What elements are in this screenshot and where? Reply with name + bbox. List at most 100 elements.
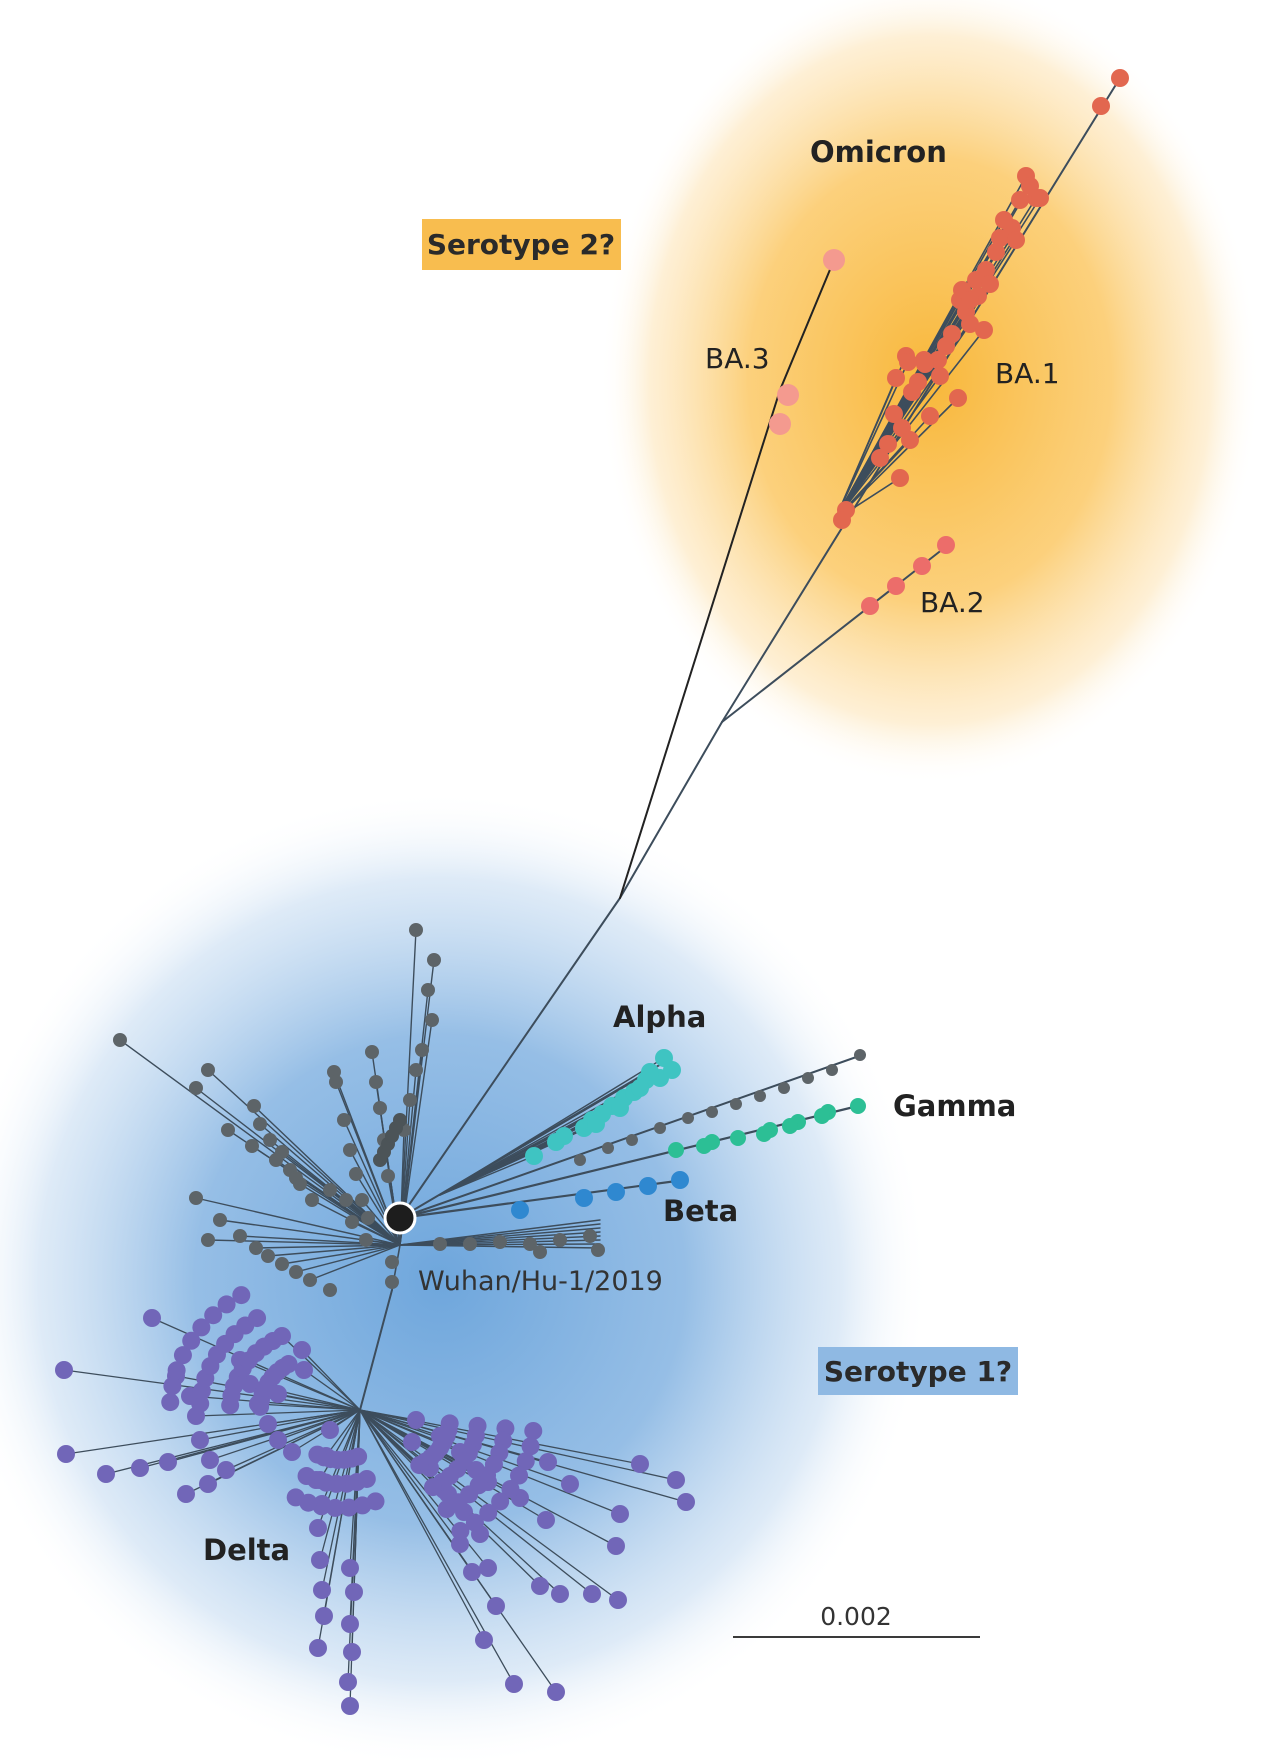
delta-node xyxy=(521,1437,540,1456)
grey-node xyxy=(730,1098,742,1110)
ancestral-node xyxy=(339,1193,353,1207)
ba1-node xyxy=(871,449,889,467)
ba1-node xyxy=(921,407,939,425)
delta-node xyxy=(667,1471,685,1489)
delta-node xyxy=(537,1511,555,1529)
ba1-node xyxy=(931,367,949,385)
ba3-label: BA.3 xyxy=(705,342,770,375)
ancestral-node xyxy=(305,1193,319,1207)
grey-node xyxy=(654,1122,666,1134)
delta-node xyxy=(531,1577,549,1595)
ba1-node xyxy=(901,431,919,449)
ba1-node xyxy=(909,373,927,391)
ancestral-node xyxy=(201,1233,215,1247)
ba2-label: BA.2 xyxy=(920,586,985,619)
serotype2-tag: Serotype 2? xyxy=(427,228,615,261)
delta-node xyxy=(345,1583,363,1601)
alpha-node xyxy=(641,1063,659,1081)
ancestral-branch xyxy=(295,1244,401,1273)
ancestral-branch xyxy=(361,1199,401,1246)
serotype1-tag-bg xyxy=(818,1347,1018,1395)
beta-node xyxy=(639,1177,657,1195)
delta-node xyxy=(263,1332,282,1351)
ba1-node xyxy=(995,211,1013,229)
gamma-node xyxy=(696,1138,712,1154)
ancestral-node xyxy=(403,1093,417,1107)
beta-node xyxy=(511,1201,529,1219)
delta-node xyxy=(286,1488,305,1507)
grey-node xyxy=(802,1072,814,1084)
delta-node xyxy=(232,1286,251,1305)
ancestral-node xyxy=(393,1113,407,1127)
ba1-node xyxy=(879,435,897,453)
grey-node xyxy=(706,1106,718,1118)
delta-branch xyxy=(359,1409,593,1595)
ancestral-node xyxy=(385,1275,399,1289)
ancestral-node xyxy=(433,1237,447,1251)
delta-node xyxy=(283,1443,301,1461)
beta-node xyxy=(607,1183,625,1201)
delta-branch xyxy=(359,1409,461,1545)
omicron-glow xyxy=(600,0,1260,785)
ba2-node xyxy=(861,597,879,615)
ancestral-node xyxy=(373,1101,387,1115)
delta-branch xyxy=(239,1359,361,1411)
alpha-node xyxy=(587,1115,605,1133)
ancestral-node xyxy=(213,1213,227,1227)
delta-node xyxy=(451,1522,470,1541)
ancestral-node xyxy=(269,1153,283,1167)
ancestral-node xyxy=(533,1245,547,1259)
ancestral-node xyxy=(275,1257,289,1271)
delta-node xyxy=(631,1455,649,1473)
grey-node xyxy=(826,1064,838,1076)
delta-node xyxy=(510,1466,529,1485)
ancestral-node xyxy=(247,1099,261,1113)
root-reference-node xyxy=(383,1201,417,1235)
ba1-node xyxy=(1092,97,1110,115)
delta-node xyxy=(561,1475,579,1493)
ancestral-node xyxy=(409,923,423,937)
delta-branch xyxy=(167,1409,361,1463)
ancestral-branch xyxy=(255,1244,401,1249)
delta-branch xyxy=(277,1409,361,1441)
delta-branch xyxy=(257,1403,361,1411)
ancestral-node xyxy=(343,1143,357,1157)
delta-node xyxy=(143,1309,161,1327)
delta-node xyxy=(410,1456,429,1475)
ba1-node xyxy=(885,405,903,423)
alpha-node xyxy=(555,1127,573,1145)
ancestral-node xyxy=(349,1167,363,1181)
ba1-node xyxy=(961,315,979,333)
ancestral-node xyxy=(345,1215,359,1229)
grey-node xyxy=(754,1090,766,1102)
trunk-branch xyxy=(399,897,621,1219)
delta-node xyxy=(479,1559,497,1577)
gamma-node xyxy=(756,1126,772,1142)
ba1-node xyxy=(891,469,909,487)
delta-node xyxy=(539,1453,557,1471)
omicron-label: Omicron xyxy=(810,135,947,169)
ancestral-node xyxy=(369,1075,383,1089)
ba1-node xyxy=(987,243,1005,261)
ancestral-branch xyxy=(309,1244,401,1281)
ancestral-node xyxy=(421,983,435,997)
ancestral-node xyxy=(303,1273,317,1287)
delta-node xyxy=(339,1498,358,1517)
delta-node xyxy=(201,1451,219,1469)
delta-node xyxy=(341,1697,359,1715)
ancestral-node xyxy=(221,1123,235,1137)
delta-node xyxy=(259,1415,277,1433)
beta-node xyxy=(575,1189,593,1207)
ba1-node xyxy=(967,271,985,289)
ancestral-node xyxy=(583,1229,597,1243)
delta-node xyxy=(475,1631,493,1649)
delta-node xyxy=(465,1513,484,1532)
ancestral-node xyxy=(233,1229,247,1243)
ba2-branch xyxy=(721,544,949,723)
serotype1-tag: Serotype 1? xyxy=(824,1355,1012,1388)
alpha-branch xyxy=(439,1057,665,1196)
delta-node xyxy=(341,1615,359,1633)
delta-node xyxy=(551,1585,569,1603)
